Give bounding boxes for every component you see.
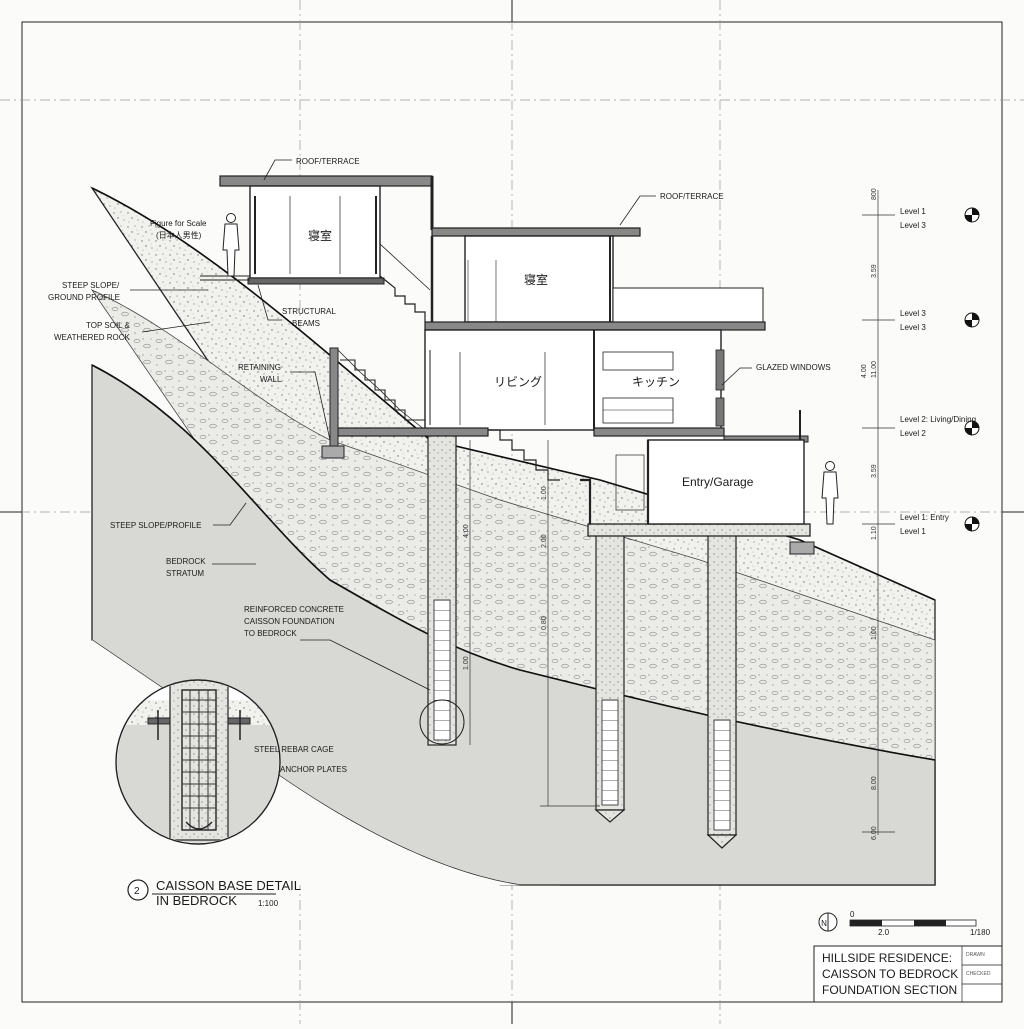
- pile-cap-beam: [587, 523, 811, 537]
- label-caisson-3: TO BEDROCK: [244, 629, 297, 638]
- level-1-top: Level 1: [900, 207, 926, 216]
- room-bedroom-upper: 寝室: [308, 228, 332, 243]
- room-kitchen: キッチン: [632, 375, 680, 389]
- label-steep-slope-ground-2: GROUND PROFILE: [48, 293, 120, 302]
- detail-title-2: IN BEDROCK: [156, 893, 237, 908]
- scale-figure-right: [821, 461, 839, 525]
- label-bedrock-1: BEDROCK: [166, 557, 206, 566]
- dim-right-c: 4.00: [861, 364, 868, 378]
- dim-right-d: 11.00: [871, 361, 878, 378]
- level-2-bottom: Level 3: [900, 323, 926, 332]
- label-structural-beams-1: STRUCTURAL: [282, 307, 336, 316]
- dim-pile-b: 2.00: [541, 534, 548, 548]
- label-structural-beams-2: BEAMS: [292, 319, 320, 328]
- label-figure-scale: Figure for Scale: [150, 219, 207, 228]
- dim-right-h: 8.00: [871, 776, 878, 790]
- room-living: リビング: [494, 375, 542, 389]
- dim-right-g: 1.00: [871, 626, 878, 640]
- scale-bar-mid: 2.0: [878, 928, 890, 937]
- title-line-2: CAISSON TO BEDROCK: [822, 967, 958, 981]
- label-retaining-wall-1: RETAINING: [238, 363, 281, 372]
- dim-right-e: 3.59: [871, 464, 878, 478]
- label-steep-slope-ground-1: STEEP SLOPE/: [62, 281, 120, 290]
- label-retaining-wall-2: WALL: [260, 375, 282, 384]
- title-line-3: FOUNDATION SECTION: [822, 983, 957, 997]
- level-1-bottom: Level 3: [900, 221, 926, 230]
- label-caisson-1: REINFORCED CONCRETE: [244, 605, 344, 614]
- label-figure-scale-sub: (日本人男性): [156, 230, 202, 240]
- dim-right-b: 3.59: [871, 264, 878, 278]
- dim-pile-d: 1.00: [463, 656, 470, 670]
- dim-pile-e: 0.80: [541, 616, 548, 630]
- label-topsoil-2: WEATHERED ROCK: [54, 333, 131, 342]
- north-symbol: N: [821, 919, 827, 928]
- scale-bar-zero: 0: [850, 910, 855, 919]
- level-3-top: Level 2: Living/Dining: [900, 415, 976, 424]
- label-roof-terrace-lower: ROOF/TERRACE: [660, 192, 724, 201]
- detail-number: 2: [134, 886, 140, 897]
- scale-figure-left: [222, 213, 240, 277]
- title-line-1: HILLSIDE RESIDENCE:: [822, 951, 952, 965]
- caisson-base-detail: [115, 679, 281, 901]
- level-4-top: Level 1: Entry: [900, 513, 949, 522]
- label-steep-slope-profile: STEEP SLOPE/PROFILE: [110, 521, 201, 530]
- label-steel-rebar: STEEL REBAR CAGE: [254, 745, 334, 754]
- stamp-label-1: DRAWN: [966, 952, 985, 958]
- dimension-lines: [469, 190, 895, 835]
- dim-pile-f: 6.00: [871, 826, 878, 840]
- level-3-bottom: Level 2: [900, 429, 926, 438]
- title-block: [813, 945, 1003, 1003]
- level-2-top: Level 3: [900, 309, 926, 318]
- detail-scale: 1:100: [258, 899, 279, 908]
- room-bedroom-lower: 寝室: [524, 272, 548, 287]
- level-4-bottom: Level 1: [900, 527, 926, 536]
- caisson-right: [706, 529, 738, 849]
- label-anchor-plates: ANCHOR PLATES: [280, 765, 347, 774]
- footing-right: [789, 541, 815, 555]
- level-markers: [964, 207, 980, 532]
- scale-bar-ratio: 1/180: [970, 928, 991, 937]
- detail-title-1: CAISSON BASE DETAIL: [156, 878, 301, 893]
- stamp-label-2: CHECKED: [966, 971, 991, 977]
- label-topsoil-1: TOP SOIL &: [86, 321, 131, 330]
- dim-right-a: 800: [871, 188, 878, 200]
- dim-pile-a: 1.00: [541, 486, 548, 500]
- label-glazed-windows: GLAZED WINDOWS: [756, 363, 831, 372]
- room-entry-garage: Entry/Garage: [682, 475, 754, 489]
- scale-bar: [818, 912, 977, 932]
- dim-right-f: 1.10: [871, 526, 878, 540]
- dim-pile-c: 4.00: [463, 524, 470, 538]
- building-section: [200, 175, 809, 525]
- label-bedrock-2: STRATUM: [166, 569, 204, 578]
- leader-lines: [130, 159, 752, 770]
- label-roof-terrace-upper: ROOF/TERRACE: [296, 157, 360, 166]
- annotations: ROOF/TERRACE ROOF/TERRACE Figure for Sca…: [48, 157, 991, 997]
- caisson-middle: [594, 529, 626, 823]
- label-caisson-2: CAISSON FOUNDATION: [244, 617, 335, 626]
- caisson-left: [419, 434, 465, 746]
